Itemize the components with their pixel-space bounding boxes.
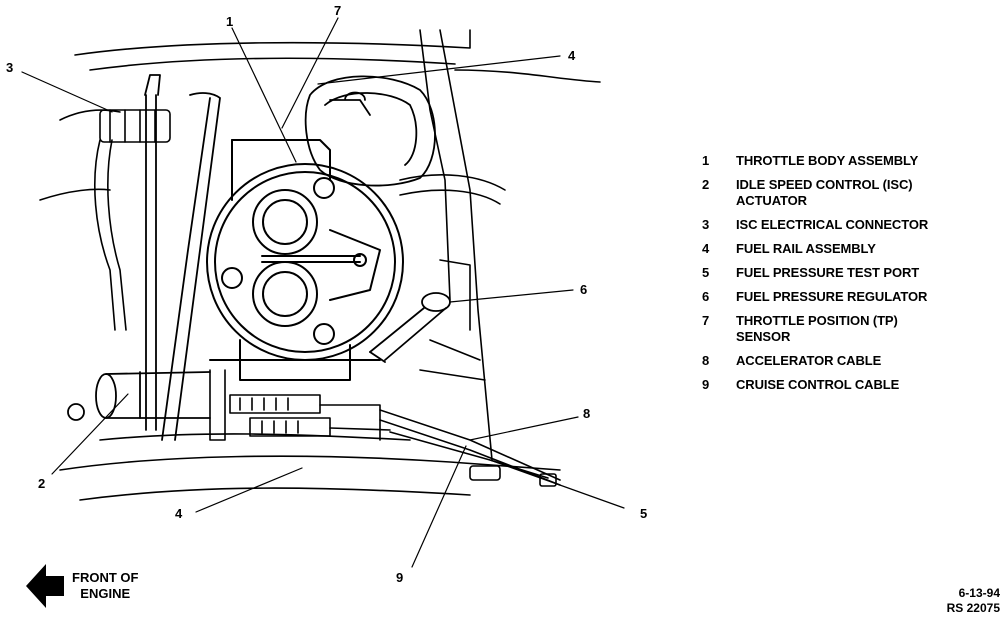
legend-item: 5 FUEL PRESSURE TEST PORT — [700, 265, 1000, 281]
legend-label: CRUISE CONTROL CABLE — [736, 377, 900, 392]
legend-number: 3 — [702, 217, 710, 232]
front-arrow-icon — [26, 564, 64, 608]
callout-9: 9 — [396, 570, 403, 585]
figure-reference: 6-13-94 RS 22075 — [947, 586, 1000, 616]
legend-item: 9 CRUISE CONTROL CABLE — [700, 377, 1000, 393]
figure-code: RS 22075 — [946, 601, 1000, 615]
fuel-rail-dome — [304, 75, 436, 187]
fuel-pressure-regulator-shape — [369, 292, 451, 363]
legend-item: 8 ACCELERATOR CABLE — [700, 353, 1000, 369]
legend-label: IDLE SPEED CONTROL (ISC) ACTUATOR — [736, 177, 913, 208]
coolant-hose — [144, 74, 221, 441]
isc-connector-shape — [94, 109, 171, 331]
front-of-engine-label: FRONT OF ENGINE — [72, 570, 138, 602]
legend-item: 7 THROTTLE POSITION (TP) SENSOR — [700, 313, 1000, 345]
legend-item: 3 ISC ELECTRICAL CONNECTOR — [700, 217, 1000, 233]
legend-label: FUEL PRESSURE TEST PORT — [736, 265, 920, 280]
legend-label: FUEL PRESSURE REGULATOR — [736, 289, 928, 304]
legend-label: THROTTLE POSITION (TP) SENSOR — [736, 313, 898, 344]
legend-label: FUEL RAIL ASSEMBLY — [736, 241, 876, 256]
legend-number: 6 — [702, 289, 710, 304]
callout-4-top: 4 — [568, 48, 576, 63]
front-label-line-1: FRONT OF — [72, 570, 139, 585]
legend-number: 1 — [702, 153, 710, 168]
callout-2: 2 — [38, 476, 45, 491]
legend-item: 6 FUEL PRESSURE REGULATOR — [700, 289, 1000, 305]
legend-label: ACCELERATOR CABLE — [736, 353, 882, 368]
callout-8: 8 — [583, 406, 590, 421]
legend-item: 2 IDLE SPEED CONTROL (ISC) ACTUATOR — [700, 177, 1000, 209]
legend-number: 5 — [702, 265, 710, 280]
callout-6: 6 — [580, 282, 587, 297]
legend-number: 9 — [702, 377, 710, 392]
callout-1: 1 — [226, 14, 233, 29]
engine-bay-outline — [39, 29, 601, 501]
legend-number: 2 — [702, 177, 710, 192]
legend-item: 4 FUEL RAIL ASSEMBLY — [700, 241, 1000, 257]
callout-7: 7 — [334, 3, 341, 18]
parts-legend: 1 THROTTLE BODY ASSEMBLY 2 IDLE SPEED CONT… — [700, 153, 1000, 401]
throttle-body-shape — [206, 139, 404, 381]
legend-item: 1 THROTTLE BODY ASSEMBLY — [700, 153, 1000, 169]
callout-leaders — [21, 17, 625, 568]
engine-hoses-right — [399, 174, 506, 381]
callout-3: 3 — [6, 60, 13, 75]
legend-label: THROTTLE BODY ASSEMBLY — [736, 153, 919, 168]
legend-label: ISC ELECTRICAL CONNECTOR — [736, 217, 929, 232]
legend-number: 8 — [702, 353, 710, 368]
isc-actuator-shape — [67, 371, 211, 421]
front-label-line-2: ENGINE — [80, 586, 131, 601]
callout-5: 5 — [640, 506, 647, 521]
throttle-linkage — [209, 369, 561, 487]
legend-number: 4 — [702, 241, 710, 256]
callout-4-bottom: 4 — [175, 506, 183, 521]
figure-date: 6-13-94 — [958, 586, 1000, 600]
legend-number: 7 — [702, 313, 710, 328]
